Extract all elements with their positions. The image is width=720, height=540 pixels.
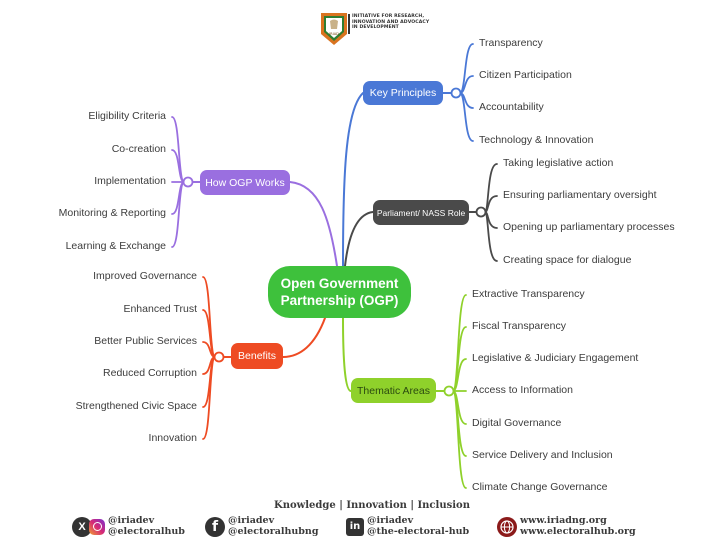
leaf-topic-benefits[interactable]: Enhanced Trust (123, 303, 197, 315)
branch-connector-parliament (344, 211, 374, 267)
branch-node-how-ogp-works[interactable]: How OGP Works (200, 170, 290, 195)
leaf-topic-how-ogp[interactable]: Co-creation (111, 143, 166, 155)
branch-node-parliament-role[interactable]: Parliament/ NASS Role (373, 200, 469, 225)
website-link[interactable]: www.iriadng.org (520, 515, 607, 526)
branch-label: Parliament/ NASS Role (376, 207, 466, 218)
leaf-connector (171, 181, 185, 248)
leaf-topic-key-principles[interactable]: Transparency (479, 37, 543, 49)
website-link[interactable]: www.electoralhub.org (520, 525, 636, 537)
leaf-topic-parliament[interactable]: Opening up parliamentary processes (503, 221, 675, 233)
leaf-topic-thematic[interactable]: Access to Information (472, 384, 573, 396)
branch-label: Thematic Areas (357, 384, 430, 397)
social-facebook[interactable]: f @iriadev @electoralhubng (205, 515, 319, 537)
leaf-topic-benefits[interactable]: Improved Governance (93, 270, 197, 282)
social-handle: @iriadev (367, 515, 414, 526)
footer-tagline: Knowledge | Innovation | Inclusion (274, 500, 470, 511)
leaf-topic-key-principles[interactable]: Citizen Participation (479, 69, 572, 81)
branch-node-benefits[interactable]: Benefits (231, 343, 283, 369)
social-x-instagram[interactable]: X @iriadev @electoralhub (72, 515, 185, 537)
collapse-toggle-icon[interactable] (213, 351, 225, 363)
leaf-topic-parliament[interactable]: Ensuring parliamentary oversight (503, 189, 657, 201)
leaf-topic-thematic[interactable]: Service Delivery and Inclusion (472, 449, 613, 461)
logo-divider (348, 14, 350, 34)
leaf-topic-parliament[interactable]: Taking legislative action (503, 157, 614, 169)
logo-line: INITIATIVE FOR RESEARCH, (352, 14, 425, 19)
central-topic-node[interactable]: Open Government Partnership (OGP) (268, 266, 411, 318)
collapse-toggle-icon[interactable] (450, 87, 462, 99)
leaf-topic-thematic[interactable]: Fiscal Transparency (472, 320, 566, 332)
branch-label: How OGP Works (205, 176, 285, 189)
leaf-connector (459, 43, 474, 94)
leaf-topic-key-principles[interactable]: Accountability (479, 101, 544, 113)
linkedin-icon: in (346, 517, 364, 536)
social-handle: @iriadev (228, 515, 275, 526)
leaf-connector (202, 276, 216, 358)
central-topic-line: Partnership (OGP) (280, 293, 399, 308)
collapse-toggle-icon[interactable] (475, 206, 487, 218)
social-handle: @electoralhubng (228, 525, 319, 537)
branch-node-thematic-areas[interactable]: Thematic Areas (351, 378, 436, 403)
leaf-topic-thematic[interactable]: Legislative & Judiciary Engagement (472, 352, 639, 364)
globe-icon (497, 516, 517, 537)
leaf-topic-benefits[interactable]: Innovation (148, 432, 197, 444)
social-handle: @the-electoral-hub (367, 525, 470, 537)
leaf-connector (202, 356, 216, 440)
leaf-connector (484, 211, 498, 262)
social-websites[interactable]: www.iriadng.org www.electoralhub.org (497, 515, 636, 537)
logo-line: IN DEVELOPMENT (352, 25, 399, 30)
leaf-topic-how-ogp[interactable]: Monitoring & Reporting (58, 207, 166, 219)
leaf-topic-thematic[interactable]: Digital Governance (472, 417, 562, 429)
leaf-topic-how-ogp[interactable]: Eligibility Criteria (88, 110, 166, 122)
leaf-connector (171, 116, 185, 183)
leaf-topic-key-principles[interactable]: Technology & Innovation (479, 134, 594, 146)
social-linkedin[interactable]: in @iriadev @the-electoral-hub (346, 515, 470, 537)
logo-line: INNOVATION AND ADVOCACY (352, 19, 430, 25)
collapse-toggle-icon[interactable] (443, 385, 455, 397)
facebook-icon: f (205, 516, 225, 537)
leaf-topic-thematic[interactable]: Extractive Transparency (472, 288, 585, 300)
branch-label: Benefits (238, 350, 276, 362)
svg-text:IRIAD: IRIAD (329, 32, 339, 36)
leaf-connector (484, 163, 498, 213)
instagram-icon (89, 518, 105, 535)
branch-connector-benefits (282, 317, 326, 358)
leaf-topic-benefits[interactable]: Better Public Services (94, 335, 197, 347)
branch-node-key-principles[interactable]: Key Principles (363, 81, 443, 105)
branch-label: Key Principles (369, 87, 437, 99)
collapse-toggle-icon[interactable] (182, 176, 194, 188)
logo-org-name: INITIATIVE FOR RESEARCH, INNOVATION AND … (352, 14, 429, 31)
leaf-connector (459, 92, 474, 142)
leaf-topic-how-ogp[interactable]: Implementation (94, 175, 166, 187)
leaf-topic-benefits[interactable]: Reduced Corruption (103, 367, 197, 379)
central-topic-line: Open Government (280, 276, 399, 291)
leaf-topic-benefits[interactable]: Strengthened Civic Space (75, 400, 197, 412)
leaf-connector (452, 390, 467, 489)
leaf-topic-parliament[interactable]: Creating space for dialogue (503, 254, 632, 266)
leaf-topic-how-ogp[interactable]: Learning & Exchange (65, 240, 166, 252)
leaf-topic-thematic[interactable]: Climate Change Governance (472, 481, 608, 493)
x-icon: X (72, 516, 92, 537)
branch-connector-how-ogp (289, 181, 338, 267)
iriad-logo: IRIAD (321, 13, 347, 45)
branch-connector-thematic (342, 317, 352, 392)
social-handle: @electoralhub (108, 525, 185, 537)
social-handle: @iriadev (108, 515, 155, 526)
branch-connector-key-principles (342, 92, 364, 267)
